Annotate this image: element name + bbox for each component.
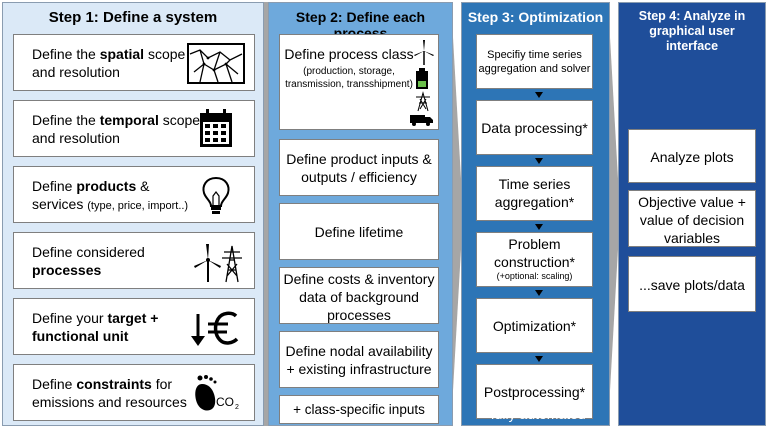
step4-item-save-plots: ...save plots/data [628, 256, 756, 312]
step1-title: Step 1: Define a system [48, 9, 218, 26]
step2-item-process-class: Define process class(production, storage… [279, 34, 439, 130]
step2-item-lifetime: Define lifetime [279, 203, 439, 260]
calendar-icon [200, 109, 232, 147]
wind-turbine-pylon-icon [194, 244, 242, 283]
step3-item-optimization: Optimization* [476, 298, 593, 353]
flow-arrow [535, 158, 543, 164]
step3-title: Step 3: Optimization [467, 9, 604, 25]
chevron-arrow-3-4 [608, 2, 620, 426]
step1-column: Step 1: Define a system Define the spati… [2, 2, 264, 426]
svg-text:2: 2 [235, 404, 239, 411]
step1-item-constraints: Define constraints for emissions and res… [13, 364, 255, 421]
flow-arrow [535, 290, 543, 296]
step3-item-time-series: Time series aggregation* [476, 166, 593, 221]
lightbulb-icon [202, 176, 230, 214]
step2-item-costs: Define costs & inventory data of backgro… [279, 267, 439, 324]
chevron-arrow-2-3 [451, 2, 463, 426]
step1-item-products: Define products & services (type, price,… [13, 166, 255, 223]
step3-item-data-processing: Data processing* [476, 100, 593, 155]
step4-item-objective-value: Objective value + value of decision vari… [628, 190, 756, 247]
truck-icon [410, 115, 433, 126]
svg-text:CO: CO [216, 395, 234, 409]
step1-item-temporal: Define the temporal scope and resolution [13, 100, 255, 157]
step1-item-target: Define your target + functional unit [13, 298, 255, 355]
step3-column: Step 3: Optimization Specifiy time serie… [461, 2, 610, 426]
down-arrow-euro-icon [191, 311, 239, 346]
step3-item-problem-construction: Problem construction*(+optional: scaling… [476, 232, 593, 287]
battery-icon [416, 68, 428, 89]
step2-item-class-specific: + class-specific inputs [279, 395, 439, 424]
step4-column: Step 4: Analyze in graphical user interf… [618, 2, 766, 426]
step4-item-analyze-plots: Analyze plots [628, 129, 756, 183]
step3-item-specify: Specifiy time series aggregation and sol… [476, 34, 593, 89]
step2-column: Step 2: Define each process Define proce… [268, 2, 453, 426]
flow-arrow [535, 356, 543, 362]
step3-item-postprocessing: Postprocessing* [476, 364, 593, 419]
wind-turbine-icon [414, 40, 434, 65]
step4-title: Step 4: Analyze in graphical user interf… [638, 9, 746, 53]
footprint-co2-icon: CO 2 [195, 375, 239, 411]
step2-item-inputs-outputs: Define product inputs & outputs / effici… [279, 139, 439, 196]
step2-item-nodal-availability: Define nodal availability + existing inf… [279, 331, 439, 388]
fully-automated-note: *fully automated [485, 406, 586, 422]
flow-arrow [535, 92, 543, 98]
pylon-icon [416, 91, 430, 112]
process-class-icons [410, 40, 434, 126]
map-icon [187, 43, 245, 84]
flow-arrow [535, 224, 543, 230]
step1-item-processes: Define considered processes [13, 232, 255, 289]
step1-item-spatial: Define the spatial scope and resolution [13, 34, 255, 91]
